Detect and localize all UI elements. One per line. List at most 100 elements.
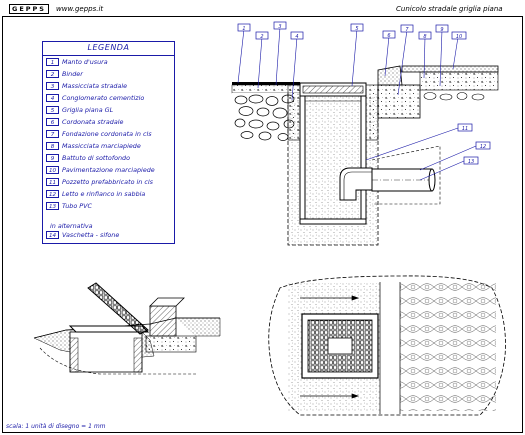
callout-number: 4 [295,34,298,40]
legend-item-number: 8 [46,142,59,150]
legend-title-row: LEGENDA [43,42,174,56]
pit-body [69,331,143,373]
sidewalk-edge [176,317,221,337]
brand-logo-box: GEPPS [9,4,49,14]
callout-number: 12 [480,144,486,150]
callout-number: 2 [260,34,263,40]
kerb-block [149,305,177,337]
legend-item-number: 13 [46,202,59,210]
page-title: Cunicolo stradale griglia piana [396,5,503,13]
plan-outline [268,275,506,416]
legend-item-number: 5 [46,106,59,114]
legend-item-label: Pozzetto prefabbricato in cls [62,178,154,186]
legend-item-label: Cordonata stradale [62,118,124,126]
legend-item-number: 14 [46,231,59,239]
pit-wall-right [360,95,367,225]
legend-item-label: Letto e rinfianco in sabbia [62,190,146,198]
legend-item-number: 9 [46,154,59,162]
sidewalk-paving [401,65,499,73]
callouts [237,26,477,181]
callout-number: 6 [387,33,390,39]
open-grate [87,282,149,335]
legend-item-label: Griglia piana GL [62,106,114,114]
brand-logo: GEPPS [9,4,49,14]
concrete-collar-left [287,84,301,141]
pit-floor [299,218,367,225]
siphon-curve [343,171,372,200]
legend-item-label: Vaschetta - sifone [62,231,120,239]
pit-frame [68,325,150,333]
legend-item-number: 4 [46,94,59,102]
legend-alt-note: in alternativa [50,222,93,230]
legend-item-label: Tubo PVC [62,202,92,210]
legend-item-number: 1 [46,58,59,66]
sidewalk-subbase [419,71,499,91]
grate-bars [302,85,364,94]
concrete-collar-right [365,84,379,141]
callout-number: 3 [278,24,281,30]
pipe-bedding [371,145,441,205]
legend-item-label: Conglomerato cementizio [62,94,145,102]
plan-grate-center [327,337,353,355]
legend-item-label: Battuto di sottofondo [62,154,131,162]
pit-wall-hatch-right [133,337,143,373]
plan-view [268,275,506,416]
callout-number: 7 [405,27,409,33]
callout-number: 13 [468,159,474,165]
perspective-view [33,282,221,375]
siphon-trap [339,167,373,201]
scale-note: scala: 1 unità di disegno = 1 mm [6,423,106,430]
kerb-foundation [377,84,421,119]
legend-item-label: Fondazione cordonata in cls [62,130,152,138]
sidewalk-stones [423,92,485,101]
pit-wall-hatch-left [69,337,79,373]
kerb-stone [377,65,403,86]
callout-numbers: 1 2 3 4 5 6 7 8 9 10 11 12 13 [242,24,486,165]
legend-item-label: Binder [62,70,83,78]
pit-wall-left [299,95,306,225]
website-text: www.gepps.it [56,5,104,13]
road-wearing-course [232,82,300,85]
flow-arrows [300,295,360,399]
callout-number: 11 [462,126,468,132]
callout-number: 5 [355,26,358,32]
legend-item-label: Manto d'usura [62,58,108,66]
legend-item-number: 3 [46,82,59,90]
legend-item-number: 6 [46,118,59,126]
pvc-pipe-end [428,168,436,192]
kerb-top [149,297,185,307]
section-view: 1 2 3 4 5 6 7 8 9 10 11 12 13 [231,21,499,246]
callout-markers [237,21,491,165]
legend-item-number: 12 [46,190,59,198]
legend-item-number: 7 [46,130,59,138]
lower-ground [39,347,196,375]
callout-number: 1 [242,26,245,32]
perspective-foundation [145,335,197,353]
callout-number: 10 [456,34,462,40]
legend-item-label: Massicciata stradale [62,82,128,90]
legend-item-number: 10 [46,166,59,174]
legend-item-label: Pavimentazione marciapiede [62,166,155,174]
callout-number: 8 [423,34,426,40]
legend-item-number: 2 [46,70,59,78]
legend-item-number: 11 [46,178,59,186]
legend-item-label: Massicciata marciapiede [62,142,141,150]
callout-number: 9 [440,27,443,33]
